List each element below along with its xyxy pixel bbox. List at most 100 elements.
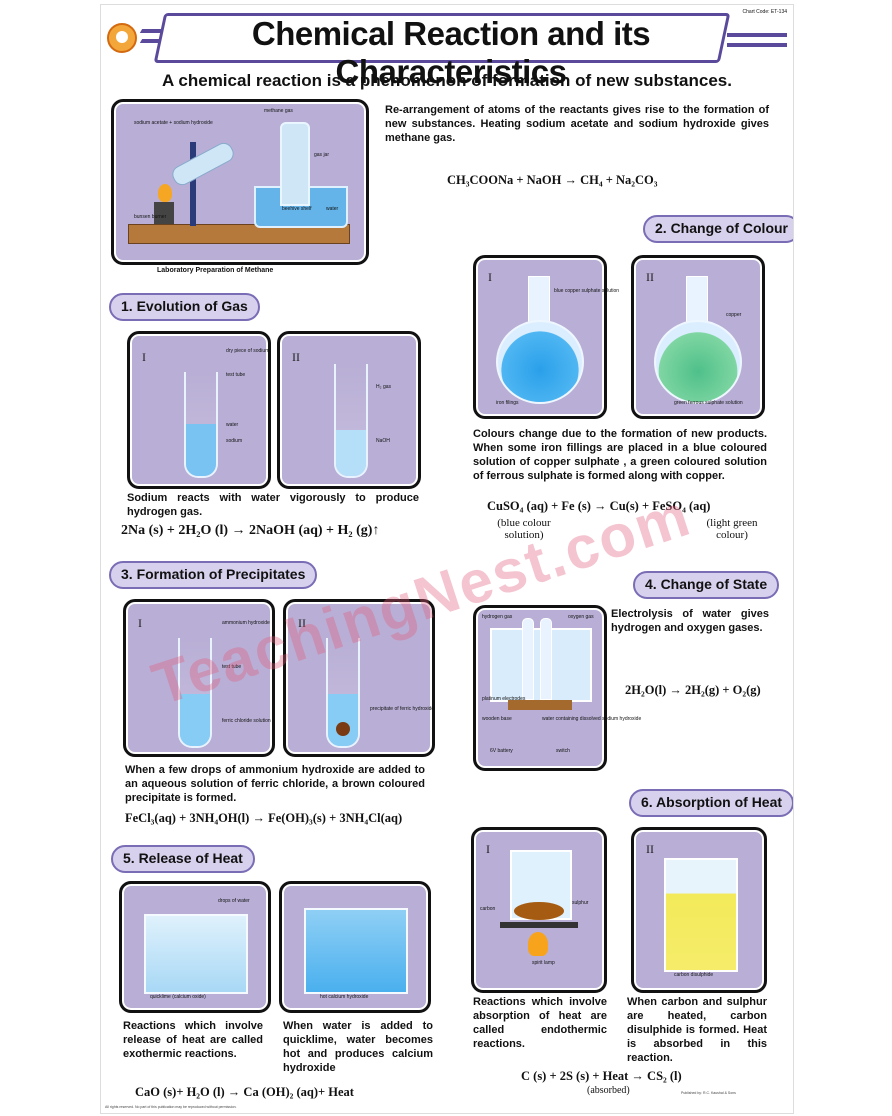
gas-equation: 2Na (s) + 2H₂O (l) → 2NaOH (aq) + H₂ (g)… [121,523,380,538]
absorb-text-1: Reactions which involve absorption of he… [473,996,607,1050]
state-text: Electrolysis of water gives hydrogen and… [611,608,769,634]
wooden-base [128,224,350,244]
test-tube [178,638,212,748]
roman-numeral: I [486,842,490,856]
precip-figure-1: I ammonium hydroxide test tube ferric ch… [123,599,275,757]
roman-numeral: II [292,350,300,364]
flask-green [654,320,742,404]
label-iron-filings: iron filings [496,400,519,406]
subtitle: A chemical reaction is a phenomenon of f… [162,71,732,90]
label-drops: drops of water [218,898,250,904]
label-switch: switch [556,748,570,754]
tripod [500,922,578,928]
label-reactants: sodium acetate + sodium hydroxide [134,120,213,126]
label-base: wooden base [482,716,512,722]
label-water: water [226,422,239,428]
colour-equation: CuSO₄ (aq) + Fe (s) → Cu(s) + FeSO₄ (aq) [487,499,711,513]
roman-numeral: I [488,270,492,284]
colour-figure-1: I blue copper sulphate solution iron fil… [473,255,619,419]
state-equation: 2H₂O(l) → 2H₂(g) + O₂(g) [625,683,761,697]
precip-figure-2: II precipitate of ferric hydroxide [283,599,435,757]
label-methane-gas: methane gas [264,108,293,114]
release-equation: CaO (s)+ H₂O (l) → Ca (OH)₂ (aq)+ Heat [135,1085,354,1099]
label-spirit-lamp: spirit lamp [532,960,555,966]
roman-numeral: I [142,350,146,364]
footer-publisher: Published by: R.C. Kaushal & Sons [681,1091,736,1095]
roman-numeral: II [298,616,306,630]
label-test-tube: test tube [222,664,242,670]
intro-equation: CH₃COONa + NaOH → CH₄ + Na₂CO₃ [447,173,658,187]
release-figure-2: hot calcium hydroxide [279,881,431,1013]
label-calcium-hydroxide: hot calcium hydroxide [320,994,369,1000]
release-text-1: Reactions which involve release of heat … [123,1020,263,1060]
precip-equation: FeCl₃(aq) + 3NH₄OH(l) → Fe(OH)₃(s) + 3NH… [125,811,403,825]
absorb-figure-1: I carbon sulphur spirit lamp [471,827,607,993]
absorb-text-2: When carbon and sulphur are heated, carb… [627,996,767,1064]
label-naoh: NaOH [376,438,390,444]
heading-absorption-of-heat: 6. Absorption of Heat [629,789,793,817]
label-burner: bunsen burner [134,214,167,220]
boiling-tube [169,139,237,189]
chart-poster: Chemical Reaction and its Characteristic… [100,4,794,1114]
label-water: water [326,206,339,212]
footer-rights: All rights reserved. No part of this pub… [105,1105,237,1109]
label-hydrogen: hydrogen gas [482,614,513,620]
test-tube [334,364,368,478]
flame [158,184,172,202]
label-battery: 6V battery [490,748,513,754]
heading-formation-of-precipitates: 3. Formation of Precipitates [109,561,318,589]
publisher-logo [107,23,137,53]
test-tube [326,638,360,748]
label-sulphur: sulphur [572,900,589,906]
flame [528,932,548,956]
test-tube [184,372,218,478]
release-figure-1: drops of water quicklime (calcium oxide) [119,881,271,1013]
beaker [304,908,408,994]
label-carbon-disulphide: carbon disulphide [674,972,714,978]
colour-note-green: (light green colour) [706,517,758,541]
page-title: Chemical Reaction and its Characteristic… [251,15,651,90]
precip-text: When a few drops of ammonium hydroxide a… [125,764,425,804]
gas-figure-2: II H₂ gas NaOH [277,331,421,489]
label-copper: copper [726,312,742,318]
roman-numeral: II [646,842,654,856]
chart-code: Chart Code: ET-134 [742,9,787,15]
gas-figure-1: I dry piece of sodium test tube water so… [127,331,271,489]
wooden-base [508,700,572,710]
state-figure: hydrogen gas oxygen gas platinum electro… [473,605,641,771]
intro-text: Re-arrangement of atoms of the reactants… [385,104,769,144]
label-electrodes: platinum electrodes [482,696,526,702]
label-gas-jar: gas jar [314,152,330,158]
label-copper-sulphate: blue copper sulphate solution [554,288,620,294]
label-quicklime: quicklime (calcium oxide) [150,994,206,1000]
title-stripe [727,33,787,37]
tube-hydrogen [522,618,534,700]
absorb-equation: C (s) + 2S (s) + Heat → CS₂ (l) [521,1069,682,1083]
roman-numeral: I [138,616,142,630]
label-oxygen: oxygen gas [568,614,594,620]
heading-change-of-colour: 2. Change of Colour [643,215,793,243]
colour-note-blue: (blue colour solution) [497,517,551,541]
label-ferrous-sulphate: green ferrous sulphate solution [674,400,743,406]
roman-numeral: II [646,270,654,284]
gas-text: Sodium reacts with water vigorously to p… [127,492,419,518]
stand-rod [190,142,196,226]
figure-caption: Laboratory Preparation of Methane [157,267,274,274]
absorb-figure-2: II carbon disulphide [631,827,767,993]
flask-blue [496,320,584,404]
gas-jar [280,122,310,206]
heading-evolution-of-gas: 1. Evolution of Gas [109,293,260,321]
label-water: water containing dissolved sodium hydrox… [542,716,642,722]
carbon-sulphur-mix [514,902,564,920]
label-ammonium-hydroxide: ammonium hydroxide [222,620,270,626]
colour-text: Colours change due to the formation of n… [473,428,767,482]
title-stripe [727,43,787,47]
label-carbon: carbon [480,906,496,912]
release-text-2: When water is added to quicklime, water … [283,1020,433,1074]
colour-figure-2: II copper green ferrous sulphate solutio… [631,255,765,419]
label-shelf: beehive shelf [282,206,312,212]
burner [154,202,174,224]
beaker [144,914,248,994]
label-sodium: sodium [226,438,243,444]
label-precipitate: precipitate of ferric hydroxide [370,706,435,712]
